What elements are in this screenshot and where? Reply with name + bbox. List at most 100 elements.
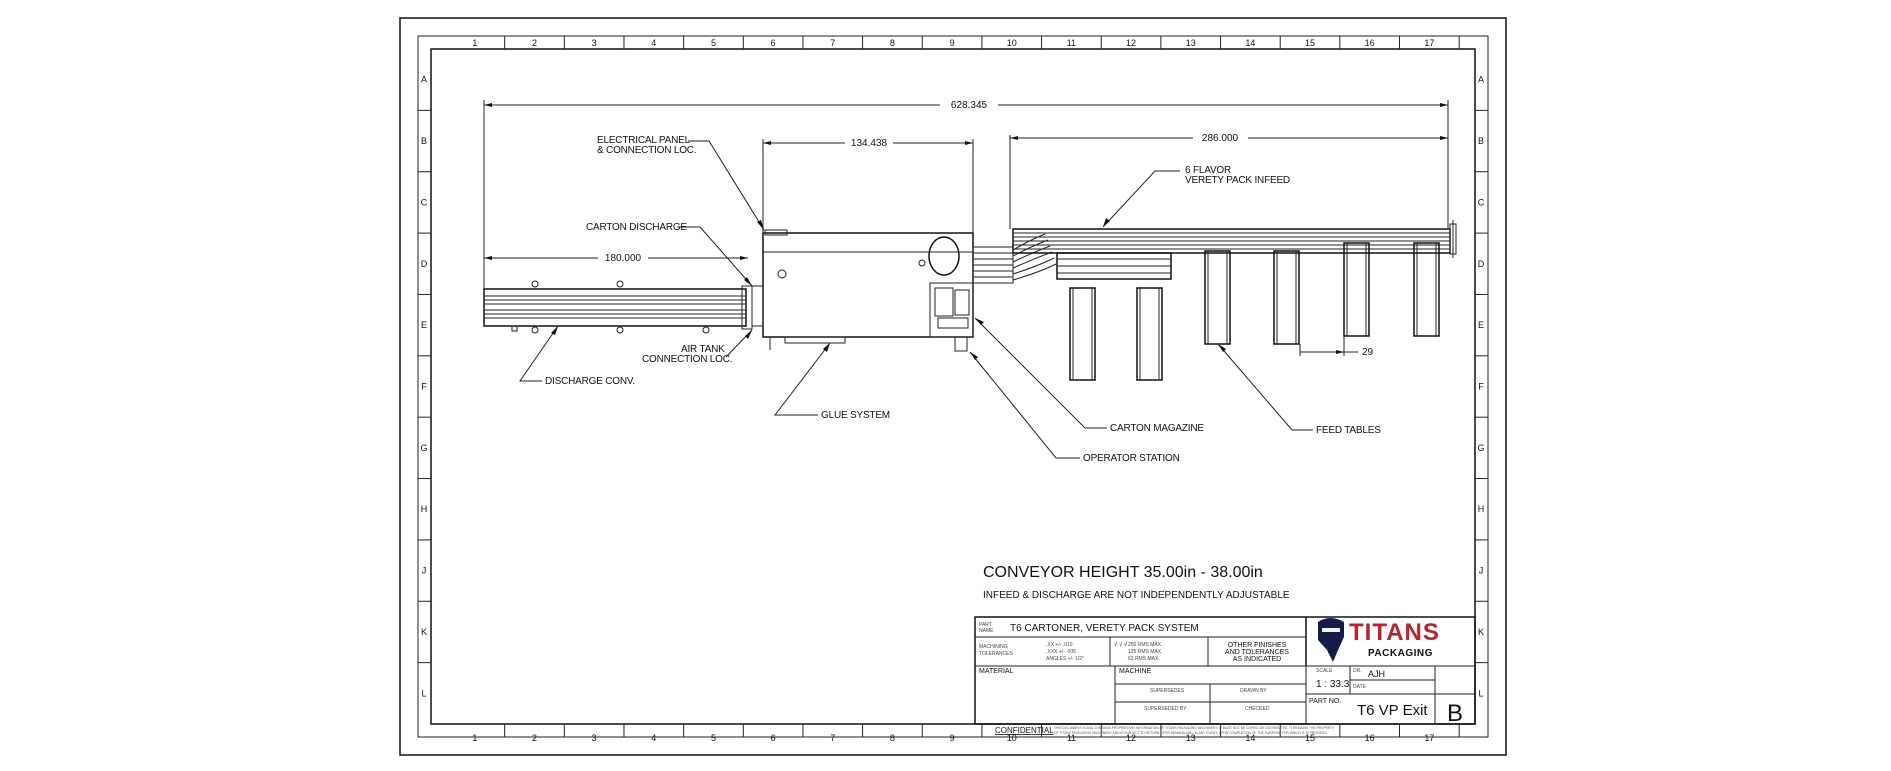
logo-sub: PACKAGING	[1368, 648, 1433, 659]
callout-operator-station: OPERATOR STATION	[1083, 453, 1180, 464]
zone-col-top-6: 6	[771, 38, 776, 48]
feed-table-3	[1204, 250, 1231, 345]
tol-2: .XXX +/- .005	[1046, 649, 1076, 655]
callout-flavor-1: 6 FLAVOR	[1185, 165, 1231, 176]
checked: CHECKED	[1245, 706, 1270, 712]
callout-carton-magazine: CARTON MAGAZINE	[1110, 423, 1204, 434]
zone-col-bottom-17: 17	[1424, 733, 1434, 743]
sheet-outer-frame	[399, 17, 1507, 756]
carton-magazine	[929, 282, 974, 338]
tol-3: ANGLES +/- 1/2°	[1046, 656, 1084, 662]
part-name: T6 CARTONER, VERETY PACK SYSTEM	[1010, 623, 1199, 634]
zone-row-left-G: G	[420, 443, 427, 453]
scale-label: SCALE	[1316, 668, 1333, 674]
pitch-dimension: 29	[1362, 347, 1374, 358]
logo-name: TITANS	[1349, 619, 1440, 646]
zone-col-bottom-11: 11	[1067, 733, 1076, 743]
discharge-dimension: 180.000	[605, 253, 642, 264]
zone-col-bottom-13: 13	[1186, 733, 1196, 743]
date-label: DATE	[1353, 684, 1367, 690]
machining-tol-2: TOLERANCES	[979, 651, 1013, 657]
cartoner-body	[751, 229, 974, 352]
zone-col-top-17: 17	[1424, 38, 1434, 48]
zone-col-bottom-16: 16	[1365, 733, 1375, 743]
part-no-value: T6 VP Exit	[1357, 702, 1428, 719]
callout-flavor-2: VERETY PACK INFEED	[1185, 175, 1290, 186]
scale-value: 1 : 33.3	[1316, 679, 1350, 690]
zone-row-left-H: H	[421, 504, 428, 514]
zone-row-right-A: A	[1478, 75, 1484, 85]
flavor-infeed-lanes	[1012, 220, 1457, 280]
zone-col-top-15: 15	[1305, 38, 1315, 48]
zone-col-top-7: 7	[830, 38, 835, 48]
zone-row-right-L: L	[1478, 688, 1483, 698]
feed-table-5	[1343, 242, 1370, 337]
confidential-text-1: THIS DOCUMENT IS AND CONTAINS PROPRIETAR…	[1054, 726, 1335, 730]
other-finishes-1: OTHER FINISHES	[1228, 642, 1287, 649]
callout-discharge-conv: DISCHARGE CONV.	[545, 376, 635, 387]
zone-row-left-A: A	[421, 75, 427, 85]
drawn-label: DR.	[1353, 668, 1362, 674]
conveyor-height-note: CONVEYOR HEIGHT 35.00in - 38.00in	[983, 564, 1263, 581]
finish-symbols: √ √ √	[1114, 641, 1128, 648]
zone-row-right-B: B	[1478, 136, 1484, 146]
other-finishes-3: AS INDICATED	[1233, 656, 1282, 663]
other-finishes-2: AND TOLERANCES	[1225, 649, 1289, 656]
zone-col-bottom-2: 2	[532, 733, 537, 743]
revision-letter: B	[1447, 700, 1463, 727]
machine-layout	[483, 220, 1457, 381]
zone-row-left-C: C	[421, 197, 428, 207]
zone-col-bottom-6: 6	[771, 733, 776, 743]
zone-col-bottom-15: 15	[1305, 733, 1315, 743]
zone-col-bottom-1: 1	[472, 733, 477, 743]
zone-row-right-K: K	[1478, 627, 1484, 637]
zone-col-top-9: 9	[950, 38, 955, 48]
zone-col-bottom-10: 10	[1007, 733, 1017, 743]
sheet-border-outer	[417, 35, 1489, 738]
adjustable-note: INFEED & DISCHARGE ARE NOT INDEPENDENTLY…	[983, 590, 1290, 601]
callout-air-tank-2: CONNECTION LOC.	[642, 354, 732, 365]
infeed-dimension: 286.000	[1202, 133, 1239, 144]
supersedes: SUPERSEDES	[1150, 688, 1185, 694]
feed-table-4	[1273, 250, 1300, 345]
zone-row-left-J: J	[422, 566, 427, 576]
zone-row-right-E: E	[1478, 320, 1484, 330]
zone-markers: 1122334455667788991010111112121313141415…	[418, 36, 1488, 743]
callout-carton-discharge: CARTON DISCHARGE	[586, 222, 687, 233]
tol-1: .XX +/- .010	[1046, 642, 1073, 648]
superseded-by: SUPERSEDED BY	[1144, 706, 1187, 712]
zone-col-bottom-9: 9	[950, 733, 955, 743]
callout-electrical-panel-1: ELECTRICAL PANEL	[597, 135, 691, 146]
sheet-border-inner	[430, 48, 1476, 725]
zone-col-bottom-7: 7	[830, 733, 835, 743]
zone-col-top-11: 11	[1067, 38, 1076, 48]
zone-col-bottom-4: 4	[651, 733, 656, 743]
zone-row-left-F: F	[421, 382, 427, 392]
zone-col-top-1: 1	[472, 38, 477, 48]
callout-glue-system: GLUE SYSTEM	[821, 410, 890, 421]
machine-dimension: 134.438	[851, 138, 888, 149]
part-name-label-1: PART	[979, 622, 992, 628]
zone-row-left-L: L	[421, 688, 426, 698]
callout-air-tank-1: AIR TANK	[681, 344, 725, 355]
title-block: PART NAME T6 CARTONER, VERETY PACK SYSTE…	[974, 616, 1476, 727]
feed-table-2	[1136, 287, 1163, 381]
dimensions: 628.345 134.438 286.000 180.000 29	[483, 100, 1449, 358]
zone-row-right-G: G	[1477, 443, 1484, 453]
zone-col-top-16: 16	[1365, 38, 1375, 48]
feed-table-1	[1069, 287, 1096, 381]
zone-row-left-D: D	[421, 259, 428, 269]
finish-2: 125 RMS MAX.	[1128, 649, 1162, 655]
callout-feed-tables: FEED TABLES	[1316, 425, 1381, 436]
machine-label: MACHINE	[1119, 668, 1152, 675]
machining-tol-1: MACHINING	[979, 644, 1008, 650]
zone-col-top-14: 14	[1245, 38, 1255, 48]
zone-row-right-D: D	[1478, 259, 1485, 269]
zone-col-top-12: 12	[1126, 38, 1136, 48]
zone-col-top-5: 5	[711, 38, 716, 48]
zone-col-top-4: 4	[651, 38, 656, 48]
titans-logo: TITANS PACKAGING	[1318, 618, 1440, 662]
part-name-label-2: NAME	[979, 628, 994, 634]
zone-col-bottom-5: 5	[711, 733, 716, 743]
